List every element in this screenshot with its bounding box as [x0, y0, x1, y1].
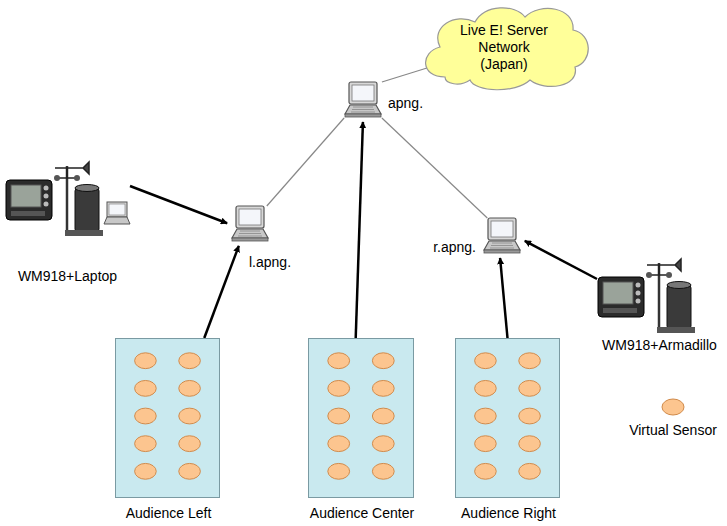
laptop-node: apng. [342, 80, 384, 120]
node-label: WM918+Armadillo [602, 337, 717, 353]
legend-label: Virtual Sensor [629, 422, 717, 438]
cloud-label: Live E! Server Network (Japan) [455, 22, 553, 73]
node-label: l.apng. [249, 254, 291, 270]
arrow-connector [130, 186, 227, 223]
node-label: WM918+Laptop [18, 268, 117, 284]
weather-station: WM918+Armadillo [597, 255, 722, 335]
sensor-grid [116, 339, 219, 497]
cloud: Live E! Server Network (Japan) [415, 2, 593, 92]
node-label: Audience Center [310, 505, 414, 521]
laptop-icon [342, 80, 384, 120]
arrow-connector [525, 241, 597, 279]
link-line [382, 67, 431, 82]
weather-station-icon [5, 158, 130, 238]
node-label: apng. [388, 95, 423, 111]
arrow-connector [356, 122, 363, 338]
laptop-icon [481, 216, 523, 256]
laptop-icon [229, 204, 271, 244]
laptop-node: l.apng. [229, 204, 271, 244]
audience-panel: Audience Right [455, 338, 560, 498]
audience-panel: Audience Left [115, 338, 220, 498]
sensor-grid [456, 339, 559, 497]
weather-station: WM918+Laptop [5, 158, 130, 238]
node-label: r.apng. [433, 239, 476, 255]
node-label: Audience Right [461, 505, 556, 521]
arrow-connector [500, 258, 507, 338]
laptop-node: r.apng. [481, 216, 523, 256]
sensor-grid [309, 339, 413, 497]
link-line [382, 118, 487, 218]
audience-panel: Audience Center [308, 338, 414, 498]
link-line [267, 118, 344, 206]
arrow-connector [204, 246, 239, 338]
node-label: Audience Left [126, 505, 212, 521]
legend-swatch [661, 398, 685, 416]
weather-station-icon [597, 255, 722, 335]
